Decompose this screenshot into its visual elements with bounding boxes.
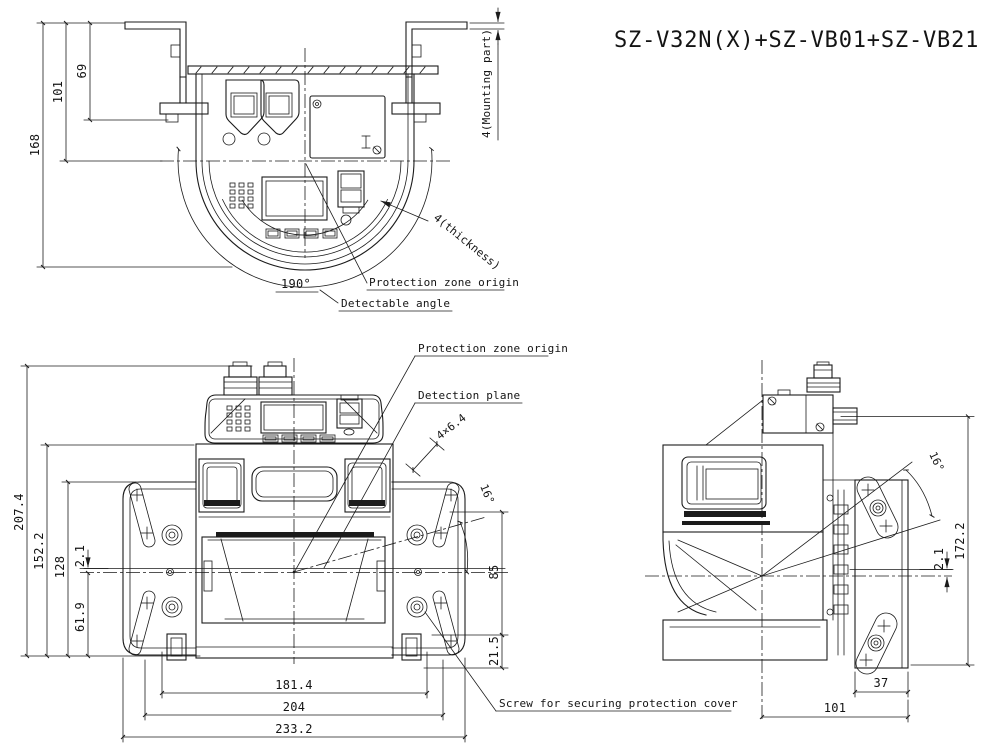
model-title: SZ-V32N(X)+SZ-VB01+SZ-VB21 — [614, 28, 979, 53]
label-thickness: 4(thickness) — [431, 211, 503, 273]
dim-2-1-front: 2.1 — [73, 545, 87, 568]
dim-101: 101 — [51, 81, 65, 104]
dim-168: 168 — [28, 134, 42, 157]
side-view: 16° 172.2 2.1 37 101 — [645, 360, 975, 723]
dim-16deg-side: 16° — [926, 450, 946, 474]
led-grid-front — [226, 405, 251, 432]
dim-204: 204 — [283, 700, 306, 714]
dim-207-4: 207.4 — [12, 493, 26, 531]
cable-glands-front — [223, 361, 293, 396]
io-unit-top — [309, 95, 386, 159]
dim-69: 69 — [75, 63, 89, 78]
front-view-scanner-outline — [80, 358, 508, 664]
dim-152-2: 152.2 — [32, 532, 46, 570]
front-view: 207.4 152.2 128 2.1 61.9 85 21.5 181.4 2 — [12, 342, 738, 743]
plate-hatch — [195, 66, 426, 74]
right-bracket-front — [391, 481, 466, 661]
button-row — [265, 228, 338, 239]
dim-2-1-side: 2.1 — [932, 548, 946, 571]
dim-21-5: 21.5 — [487, 636, 501, 666]
dim-128: 128 — [53, 556, 67, 579]
dim-85: 85 — [487, 564, 501, 579]
dim-16deg-front: 16° — [477, 482, 497, 506]
display-front — [260, 401, 327, 434]
label-screw-note: Screw for securing protection cover — [499, 697, 738, 710]
label-detectable-angle: Detectable angle — [341, 297, 450, 310]
display-panel-top — [229, 170, 365, 239]
dim-190deg: 190° — [281, 277, 311, 291]
dim-172-2: 172.2 — [953, 522, 967, 560]
side-view-dimensions: 16° 172.2 2.1 37 101 — [759, 414, 975, 723]
dim-233-2: 233.2 — [275, 722, 313, 736]
button-row-front — [262, 434, 336, 443]
label-protection-zone-origin-top: Protection zone origin — [369, 276, 519, 289]
dim-slot: 4×6.4 — [434, 411, 469, 442]
label-mounting-part: 4(Mounting part) — [480, 29, 493, 138]
label-detection-plane: Detection plane — [418, 389, 520, 402]
mount-stack-side — [826, 432, 849, 656]
top-view-scanner-outline — [124, 21, 468, 271]
bracket-side — [822, 476, 909, 675]
cable-connectors-top — [222, 79, 300, 146]
led-grid — [229, 182, 254, 209]
dim-37: 37 — [873, 676, 888, 690]
front-view-dimensions: 207.4 152.2 128 2.1 61.9 85 21.5 181.4 2 — [12, 342, 738, 743]
head-connector-front — [336, 394, 363, 436]
dim-101-side: 101 — [824, 701, 847, 715]
dim-181-4: 181.4 — [275, 678, 313, 692]
side-view-scanner-outline — [645, 360, 953, 722]
label-protection-zone-origin-front: Protection zone origin — [418, 342, 568, 355]
dim-61-9: 61.9 — [73, 602, 87, 632]
detectable-angle-arc — [176, 146, 434, 288]
left-bracket-front — [122, 481, 197, 661]
top-view: 168 101 69 4(Mounting part) 4(thickness)… — [28, 7, 519, 312]
